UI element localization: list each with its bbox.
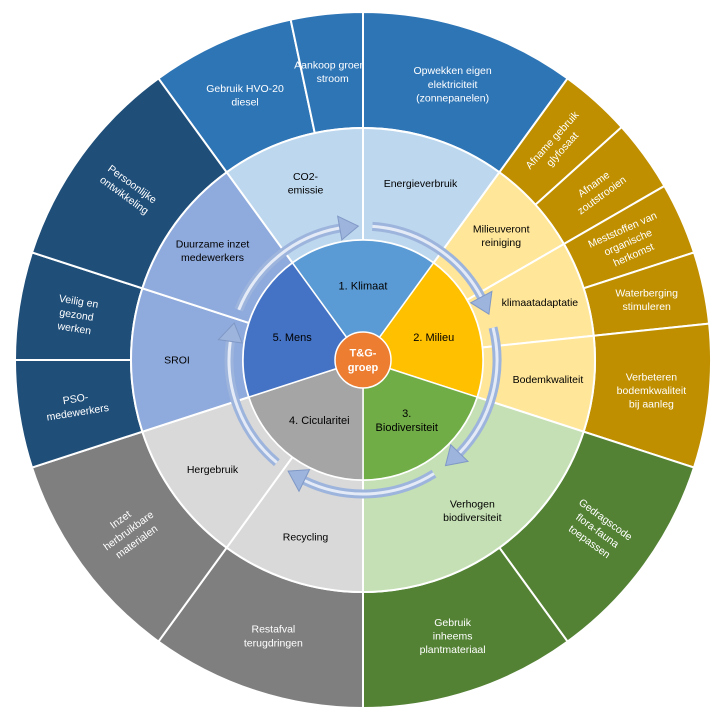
goal-label-milieu-2: Bodemkwaliteit <box>513 374 584 386</box>
goal-label-circulariteit-1: Hergebruik <box>187 464 239 476</box>
goal-label-circulariteit-0: Recycling <box>283 532 329 544</box>
goal-label-klimaat-1: Energieverbruik <box>384 178 458 190</box>
theme-slice-milieu <box>361 261 484 399</box>
cycle-arrowhead-3 <box>287 469 311 493</box>
inner-pie: 1. Klimaat 2. Milieu 3.Biodiversiteit 4. Ci… <box>242 239 484 481</box>
cycle-arrow-highlight-1 <box>372 224 483 298</box>
center-circle <box>334 331 392 389</box>
cycle-arrowhead-4 <box>217 322 243 344</box>
cycle-arrow-highlight-5 <box>237 226 340 311</box>
goal-label-klimaat-0: CO2-emissie <box>288 171 324 197</box>
cycle-arrow-highlight-2 <box>458 327 499 455</box>
cycle-arrowhead-2 <box>444 443 470 467</box>
center-label: T&G-groep <box>348 348 379 374</box>
theme-slice-biodiversiteit <box>362 358 479 481</box>
cycle-arrow-highlight-4 <box>227 341 278 464</box>
theme-label-mens: 5. Mens <box>273 332 313 344</box>
cycle-arrowhead-1 <box>469 290 493 316</box>
theme-label-klimaat: 1. Klimaat <box>339 280 388 292</box>
theme-slice-mens <box>242 261 365 399</box>
theme-label-biodiversiteit: 3.Biodiversiteit <box>376 408 438 434</box>
center-hub: T&G-groep <box>334 331 392 389</box>
cycle-arrowhead-5 <box>336 215 360 241</box>
theme-label-circulariteit: 4. Cicularitei <box>289 415 350 427</box>
goal-label-milieu-1: klimaatadaptatie <box>502 297 579 309</box>
theme-label-milieu: 2. Milieu <box>413 332 454 344</box>
goal-label-mens-0: SROI <box>164 355 190 367</box>
theme-slice-circulariteit <box>247 358 364 481</box>
theme-slice-klimaat <box>291 239 435 362</box>
cycle-arrows <box>217 215 502 499</box>
cycle-arrow-highlight-3 <box>303 472 435 496</box>
